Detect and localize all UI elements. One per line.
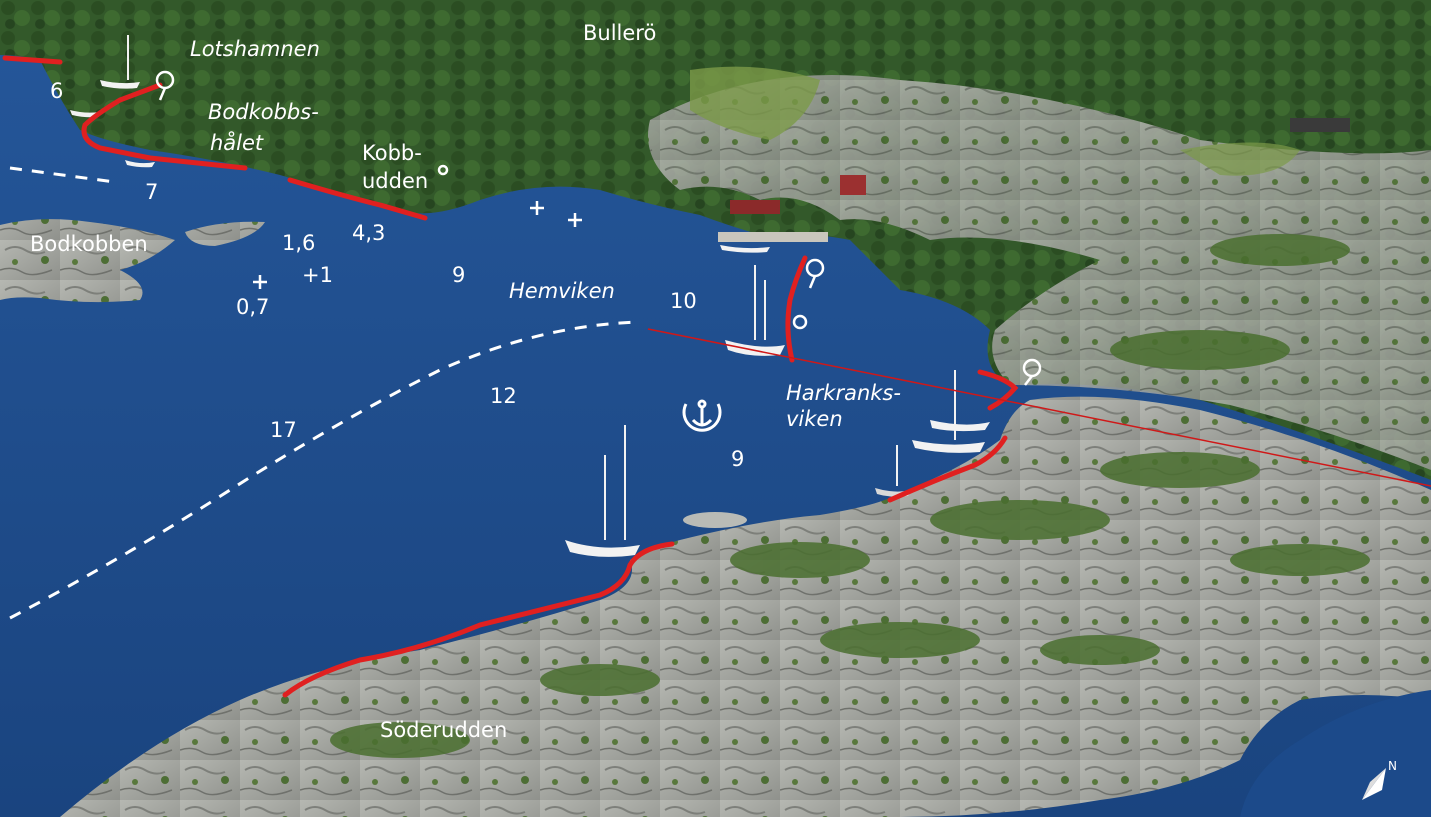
compass-north-label: N [1388, 759, 1397, 773]
soderudden-land [60, 396, 1431, 817]
route-lines [9, 166, 641, 620]
small-skerry [185, 221, 265, 246]
place-harkranks-line1: Harkranks- [786, 381, 901, 405]
place-kobb-line2: udden [362, 169, 428, 193]
depth-label: 0,7 [236, 295, 269, 319]
place-bodkobbs-line1: Bodkobbs- [208, 100, 319, 124]
mooring-ring-icon [1022, 358, 1042, 386]
rock-hazard-icon [568, 213, 582, 227]
place-hemviken: Hemviken [509, 279, 615, 303]
eastern-water [1240, 690, 1431, 817]
bearing-line [647, 328, 1431, 487]
depth-label: 9 [731, 447, 744, 471]
vegetation-patches [330, 234, 1370, 758]
depth-label: 17 [270, 418, 297, 442]
depth-label: +1 [302, 263, 333, 287]
depth-label: 10 [670, 289, 697, 313]
mooring-ring-icon [792, 314, 808, 330]
anchor-icon [682, 399, 722, 432]
depth-label: 1,6 [282, 231, 315, 255]
depth-label: 12 [490, 384, 517, 408]
depth-label: 7 [145, 180, 158, 204]
houses [730, 118, 1350, 214]
rock-islet [683, 512, 747, 528]
place-harkranks-line2: viken [786, 407, 843, 431]
rock-hazard-icon [253, 275, 267, 289]
place-soderudden: Söderudden [380, 718, 507, 742]
mooring-ring-icon [437, 164, 449, 176]
place-bullero: Bullerö [583, 21, 656, 45]
mooring-lines [2, 55, 1019, 698]
bodkobben-island [0, 219, 175, 303]
depth-label: 4,3 [352, 221, 385, 245]
meadow [690, 66, 820, 140]
place-kobb-line1: Kobb- [362, 141, 422, 165]
meadow-east [1180, 142, 1300, 176]
mooring-ring-icon [805, 258, 825, 289]
rock-hazard-icon [530, 201, 544, 215]
jetty [718, 232, 828, 242]
depth-label: 6 [50, 79, 63, 103]
boats [70, 35, 990, 557]
compass-icon: N [1362, 759, 1397, 800]
mooring-ring-icon [155, 70, 175, 101]
place-bodkobbs-line2: hålet [210, 130, 264, 155]
place-bodkobben: Bodkobben [30, 232, 148, 256]
depth-label: 9 [452, 263, 465, 287]
place-lotshamnen: Lotshamnen [190, 37, 320, 61]
